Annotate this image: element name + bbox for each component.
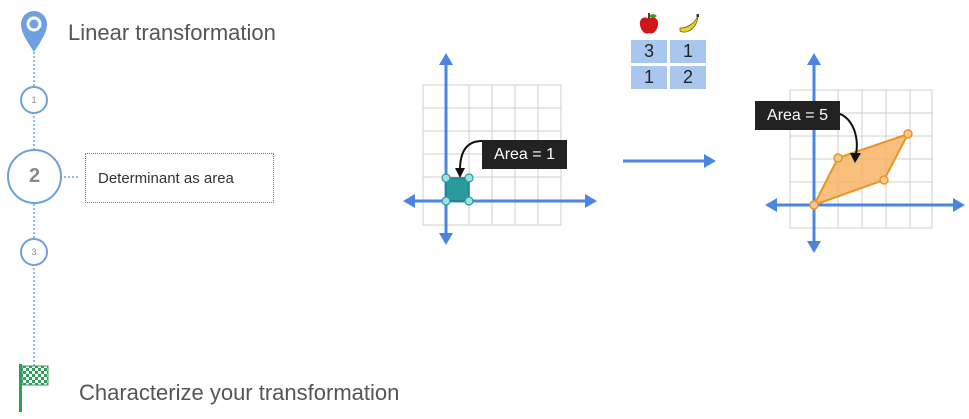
banana-icon: [679, 14, 699, 33]
end-title: Characterize your transformation: [79, 380, 400, 405]
area-1-callout: Area = 1: [482, 140, 567, 169]
transform-arrow: [623, 154, 716, 168]
matrix-cell: 2: [670, 66, 706, 89]
timeline-track: [33, 52, 80, 372]
matrix-cell: 1: [670, 40, 706, 63]
apple-icon: [639, 13, 659, 34]
step-2-label[interactable]: Determinant as area: [85, 153, 274, 203]
finish-flag-icon: [19, 364, 49, 412]
step-3-circle[interactable]: 3: [20, 238, 48, 266]
start-title: Linear transformation: [68, 20, 276, 45]
transformation-matrix: 3 1 1 2: [631, 40, 706, 89]
area-5-callout: Area = 5: [755, 101, 840, 130]
matrix-cell: 3: [631, 40, 667, 63]
parallelogram-diagram: [765, 53, 965, 253]
step-1-circle[interactable]: 1: [20, 86, 48, 114]
matrix-cell: 1: [631, 66, 667, 89]
step-2-circle[interactable]: 2: [7, 149, 62, 204]
location-pin-icon: [21, 11, 47, 52]
